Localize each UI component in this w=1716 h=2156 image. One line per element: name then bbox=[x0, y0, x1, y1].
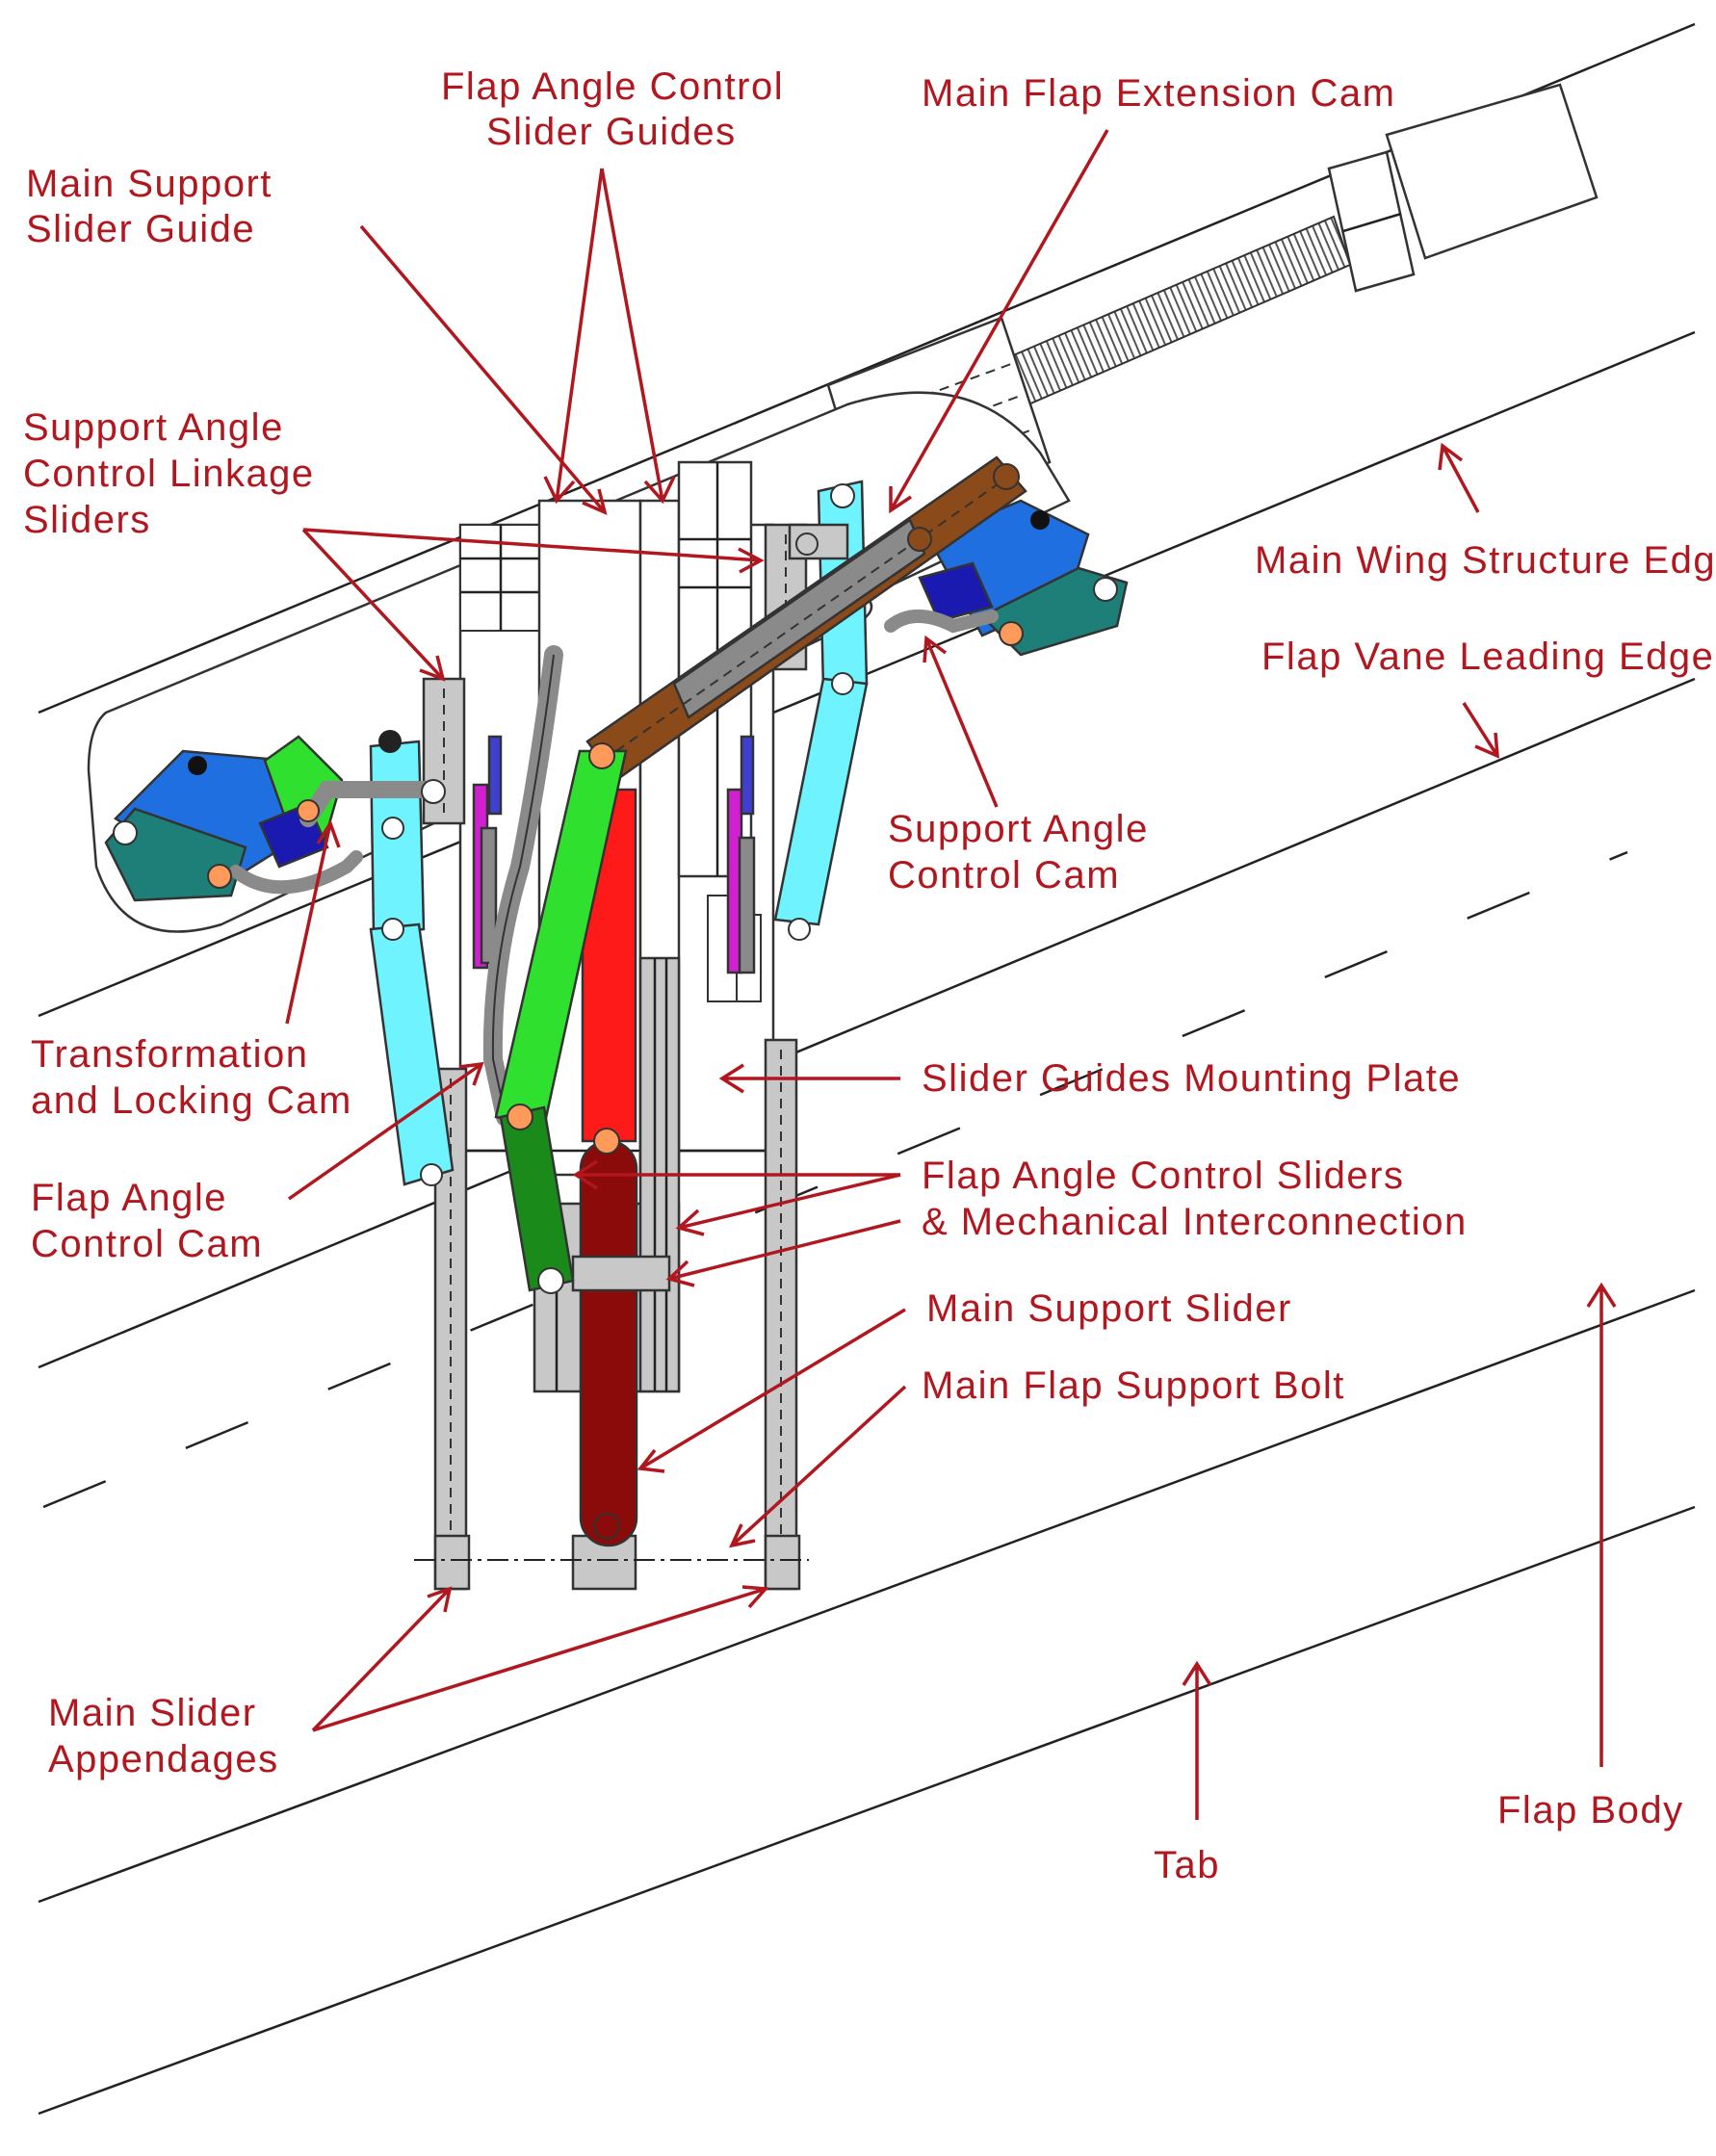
blue-tab-right bbox=[740, 735, 755, 816]
left-pin-orange-2 bbox=[297, 799, 320, 822]
blue-tab-left bbox=[487, 735, 503, 816]
red-slider-pin bbox=[593, 1128, 620, 1155]
green-pin-bottom bbox=[537, 1267, 564, 1294]
arrow-support-bolt bbox=[728, 1385, 907, 1548]
label-tab: Tab bbox=[1154, 1844, 1220, 1886]
arrow-mounting-plate bbox=[718, 1063, 900, 1094]
arrow-vane-edge bbox=[1462, 702, 1499, 759]
label-main-support-slider-guide: Main Support Slider Guide bbox=[26, 163, 285, 250]
arrow-main-slider bbox=[637, 1308, 906, 1473]
label-flap-angle-control-slider-guides: Flap Angle Control Slider Guides bbox=[441, 65, 796, 153]
main-flap-extension-cam bbox=[585, 455, 1027, 782]
right-pin-orange bbox=[999, 621, 1024, 646]
cyan-pin-4 bbox=[420, 1163, 443, 1186]
right-dark-blue-block bbox=[918, 561, 994, 623]
dark-grey-block-left bbox=[480, 826, 498, 965]
brown-arm-dash bbox=[615, 481, 1002, 752]
vane-dashed-line bbox=[42, 850, 1628, 1509]
label-support-angle-control-cam: Support Angle Control Cam bbox=[888, 808, 1160, 896]
flap-angle-control-cam-curve-edge bbox=[491, 654, 555, 1118]
flap-body-line-upper bbox=[38, 1288, 1696, 1904]
arrow-sliders-3 bbox=[665, 1219, 901, 1287]
flap-body-line-lower bbox=[38, 1505, 1696, 2116]
label-main-support-slider: Main Support Slider bbox=[926, 1287, 1292, 1330]
left-cam-assembly bbox=[104, 735, 446, 902]
interconnection-bar bbox=[571, 1255, 671, 1292]
right-pin-black bbox=[1030, 510, 1050, 530]
green-flap-links bbox=[494, 742, 628, 1294]
arrow-wing-edge bbox=[1438, 442, 1480, 513]
left-pin-white-1 bbox=[113, 820, 138, 845]
cyan-pin-3 bbox=[381, 918, 404, 941]
actuator-housing bbox=[1385, 83, 1599, 260]
label-main-flap-extension-cam: Main Flap Extension Cam bbox=[922, 72, 1395, 115]
right-cam-assembly bbox=[884, 499, 1129, 657]
right-pin-white bbox=[1093, 577, 1118, 602]
arrow-appendage-2 bbox=[312, 1585, 769, 1732]
label-main-flap-support-bolt: Main Flap Support Bolt bbox=[922, 1364, 1345, 1407]
leader-arrows bbox=[285, 129, 1617, 1820]
flap-vane-line-upper bbox=[38, 677, 1696, 1369]
grey-arm-overlay bbox=[672, 518, 926, 719]
arrow-main-support-guide bbox=[359, 224, 608, 516]
label-flap-angle-control-cam: Flap Angle Control Cam bbox=[31, 1177, 263, 1265]
collar-line bbox=[1342, 212, 1402, 233]
arrow-locking-cam bbox=[285, 818, 341, 1025]
grey-link-pin bbox=[795, 533, 819, 556]
cyan-pin-1 bbox=[378, 730, 402, 753]
labels: Flap Angle Control Slider Guides Main Fl… bbox=[23, 65, 1716, 1886]
lead-screw bbox=[1009, 215, 1352, 406]
right-control-cam-hook bbox=[884, 610, 999, 634]
brown-arm-pin-end bbox=[993, 463, 1020, 490]
arrow-linkage-2 bbox=[302, 528, 765, 574]
magenta-sliders bbox=[472, 735, 756, 974]
label-flap-angle-control-sliders: Flap Angle Control Sliders & Mechanical … bbox=[922, 1155, 1468, 1243]
cyan-link-left-lower bbox=[369, 922, 455, 1186]
cyan-pin-5 bbox=[830, 483, 855, 508]
arrow-slider-guides-2 bbox=[600, 168, 676, 505]
cyan-pin-2 bbox=[381, 817, 404, 840]
left-locking-cam-hook bbox=[229, 850, 363, 895]
arrow-linkage-1 bbox=[301, 528, 446, 682]
label-flap-vane-leading-edge: Flap Vane Leading Edge bbox=[1261, 636, 1714, 678]
arrow-sliders-1 bbox=[572, 1159, 900, 1190]
brown-arm-pin-mid bbox=[907, 527, 932, 552]
left-pin-white-2 bbox=[421, 779, 446, 804]
green-pin-top bbox=[588, 742, 615, 769]
green-pin-mid bbox=[507, 1104, 533, 1130]
arrow-flap-body bbox=[1586, 1282, 1617, 1767]
cyan-link-right-lower bbox=[773, 677, 869, 926]
label-transformation-and-locking-cam: Transformation and Locking Cam bbox=[31, 1033, 352, 1122]
appendage-base-right bbox=[764, 1534, 801, 1591]
arrow-support-cam bbox=[923, 635, 999, 808]
label-support-angle-control-linkage-sliders: Support Angle Control Linkage Sliders bbox=[23, 406, 326, 541]
arrow-appendage-1 bbox=[311, 1586, 453, 1732]
arrow-flap-cam bbox=[287, 1061, 484, 1201]
left-pin-black bbox=[188, 756, 207, 775]
cyan-pin-6 bbox=[831, 672, 854, 695]
left-pin-orange-1 bbox=[207, 864, 232, 889]
arrow-extension-cam bbox=[889, 129, 1109, 514]
label-main-wing-structure-edge: Main Wing Structure Edge bbox=[1255, 539, 1716, 582]
arrow-tab bbox=[1182, 1660, 1212, 1820]
label-flap-body: Flap Body bbox=[1497, 1789, 1684, 1831]
support-bolt-pin bbox=[593, 1513, 620, 1540]
cyan-pin-7 bbox=[788, 918, 811, 941]
dark-grey-block-right bbox=[738, 836, 756, 974]
arrow-slider-guides-1 bbox=[543, 168, 604, 505]
dark-red-main-support-slider bbox=[579, 1139, 638, 1547]
label-slider-guides-mounting-plate: Slider Guides Mounting Plate bbox=[922, 1057, 1461, 1100]
label-main-slider-appendages: Main Slider Appendages bbox=[48, 1692, 279, 1780]
appendage-base-left bbox=[433, 1534, 471, 1591]
arrow-sliders-2 bbox=[675, 1173, 901, 1236]
